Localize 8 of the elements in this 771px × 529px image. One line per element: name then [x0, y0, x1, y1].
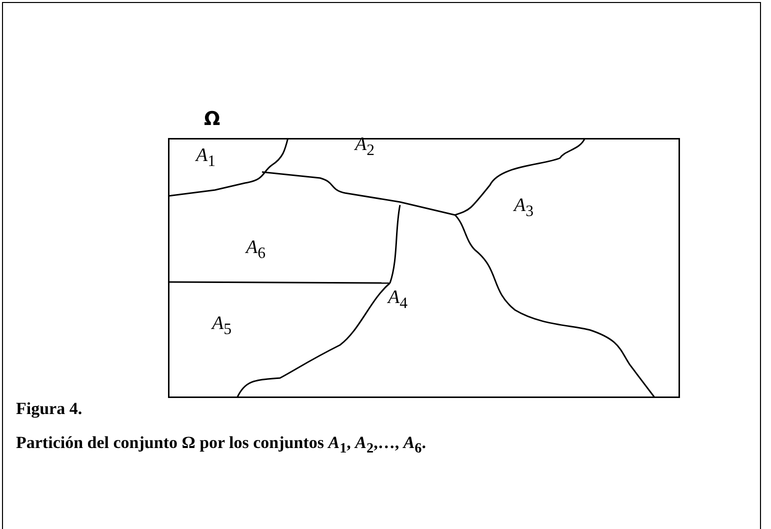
set-symbol: Ω — [204, 110, 220, 129]
subset-label: A$_{1}$ — [196, 146, 216, 170]
subset-label: A$_{4}$ — [388, 288, 408, 312]
subset-label: A$_{6}$ — [246, 238, 266, 262]
figure-caption: Partición del conjunto Ω por los conjuntos A$_{1}$, A$_{2}$,…, A$_{6}$. — [16, 434, 426, 456]
figure-number: Figura 4. — [16, 400, 82, 417]
subset-label: A$_{5}$ — [212, 314, 232, 338]
subset-label: A$_{3}$ — [514, 196, 534, 220]
